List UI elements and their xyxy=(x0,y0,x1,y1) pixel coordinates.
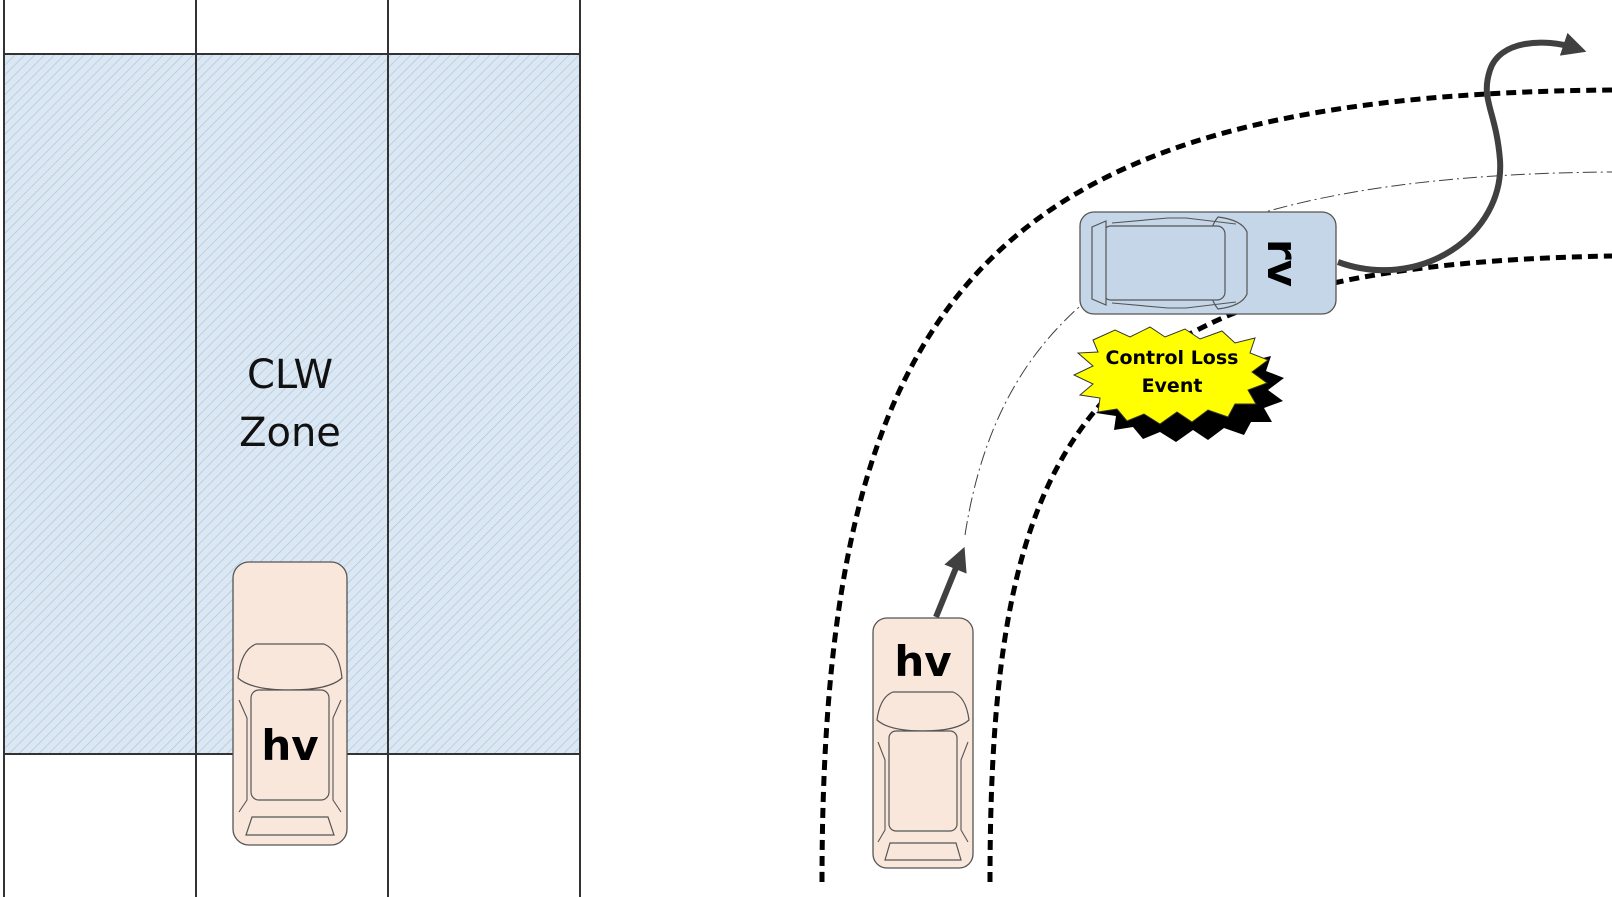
host-vehicle-right: hv xyxy=(872,546,974,869)
windshield xyxy=(237,643,343,691)
windshield xyxy=(876,691,970,732)
side-window-left xyxy=(877,741,886,843)
lane-lines xyxy=(3,0,581,897)
event-burst xyxy=(1072,326,1270,425)
roof xyxy=(250,689,330,801)
rear-window xyxy=(1091,220,1107,306)
event-label-line1: Control Loss xyxy=(1106,347,1239,369)
right-panel: hv Control Loss Event rv xyxy=(819,32,1612,883)
control-loss-event: Control Loss Event xyxy=(1072,326,1284,442)
host-direction-arrow xyxy=(933,546,967,619)
side-window-left xyxy=(238,699,248,813)
host-vehicle-label: hv xyxy=(261,721,318,770)
remote-trajectory-arrow xyxy=(1336,32,1587,274)
roof xyxy=(888,730,958,832)
host-vehicle-label-right: hv xyxy=(894,637,951,686)
side-window-right xyxy=(332,699,342,813)
zone-label-line2: Zone xyxy=(239,410,341,456)
roof xyxy=(1102,225,1226,301)
remote-vehicle-label: rv xyxy=(1258,239,1307,287)
event-label-line2: Event xyxy=(1142,375,1203,397)
side-window-bottom xyxy=(1111,301,1237,309)
zone-label-line1: CLW xyxy=(247,352,333,398)
road-inner-edge xyxy=(987,253,1612,883)
side-window-top xyxy=(1111,217,1237,225)
host-vehicle-left: hv xyxy=(232,561,348,846)
road-outer-edge xyxy=(819,87,1612,883)
side-window-right xyxy=(960,741,969,843)
rear-window xyxy=(884,842,962,861)
rear-window xyxy=(245,816,335,836)
left-panel: CLW Zone hv xyxy=(3,0,581,897)
remote-vehicle: rv xyxy=(1079,32,1587,315)
